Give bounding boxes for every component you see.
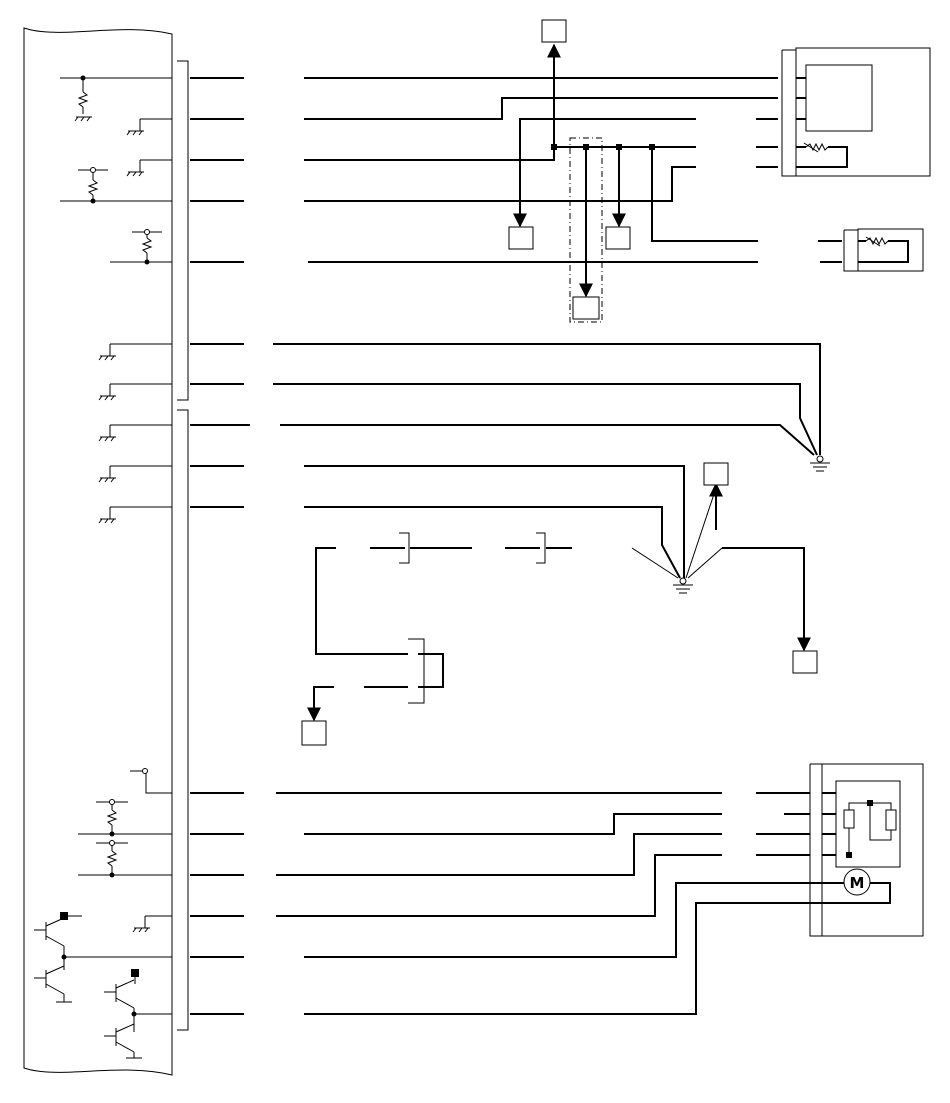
ground-node-wires	[304, 462, 818, 674]
motor-label: M	[850, 874, 865, 892]
component-box-bottom	[572, 296, 600, 320]
control-module	[23, 27, 173, 1076]
sensor-component-upper	[781, 47, 931, 177]
ground-wires	[273, 343, 830, 472]
module-internal-grounds	[74, 116, 150, 933]
upper-harness-wires	[304, 43, 842, 298]
connector-wire-stubs	[190, 77, 250, 1015]
connector-bracket-upper	[177, 60, 189, 401]
motor-icon: M	[820, 868, 891, 904]
connector-bracket-lower	[177, 409, 189, 1031]
upper-boxes	[508, 19, 631, 320]
component-box-ground-right	[792, 650, 818, 674]
module-internal-resistors	[77, 78, 162, 875]
component-box-lower-left	[301, 720, 327, 746]
actuator-component	[809, 763, 924, 937]
inline-circuit	[301, 532, 572, 746]
module-junction-dots	[61, 75, 150, 1017]
component-box-ground-up	[703, 462, 729, 486]
pin-stubs	[60, 77, 172, 1015]
component-box-top	[541, 19, 567, 43]
lower-harness-wires	[276, 792, 820, 1015]
module-internal-transistors	[34, 912, 142, 1059]
component-box-mid	[605, 226, 631, 250]
upper-splice-dots	[551, 144, 655, 150]
sensor-component-middle	[843, 228, 924, 272]
component-box-left	[508, 226, 534, 250]
shield-enclosure	[569, 137, 603, 323]
